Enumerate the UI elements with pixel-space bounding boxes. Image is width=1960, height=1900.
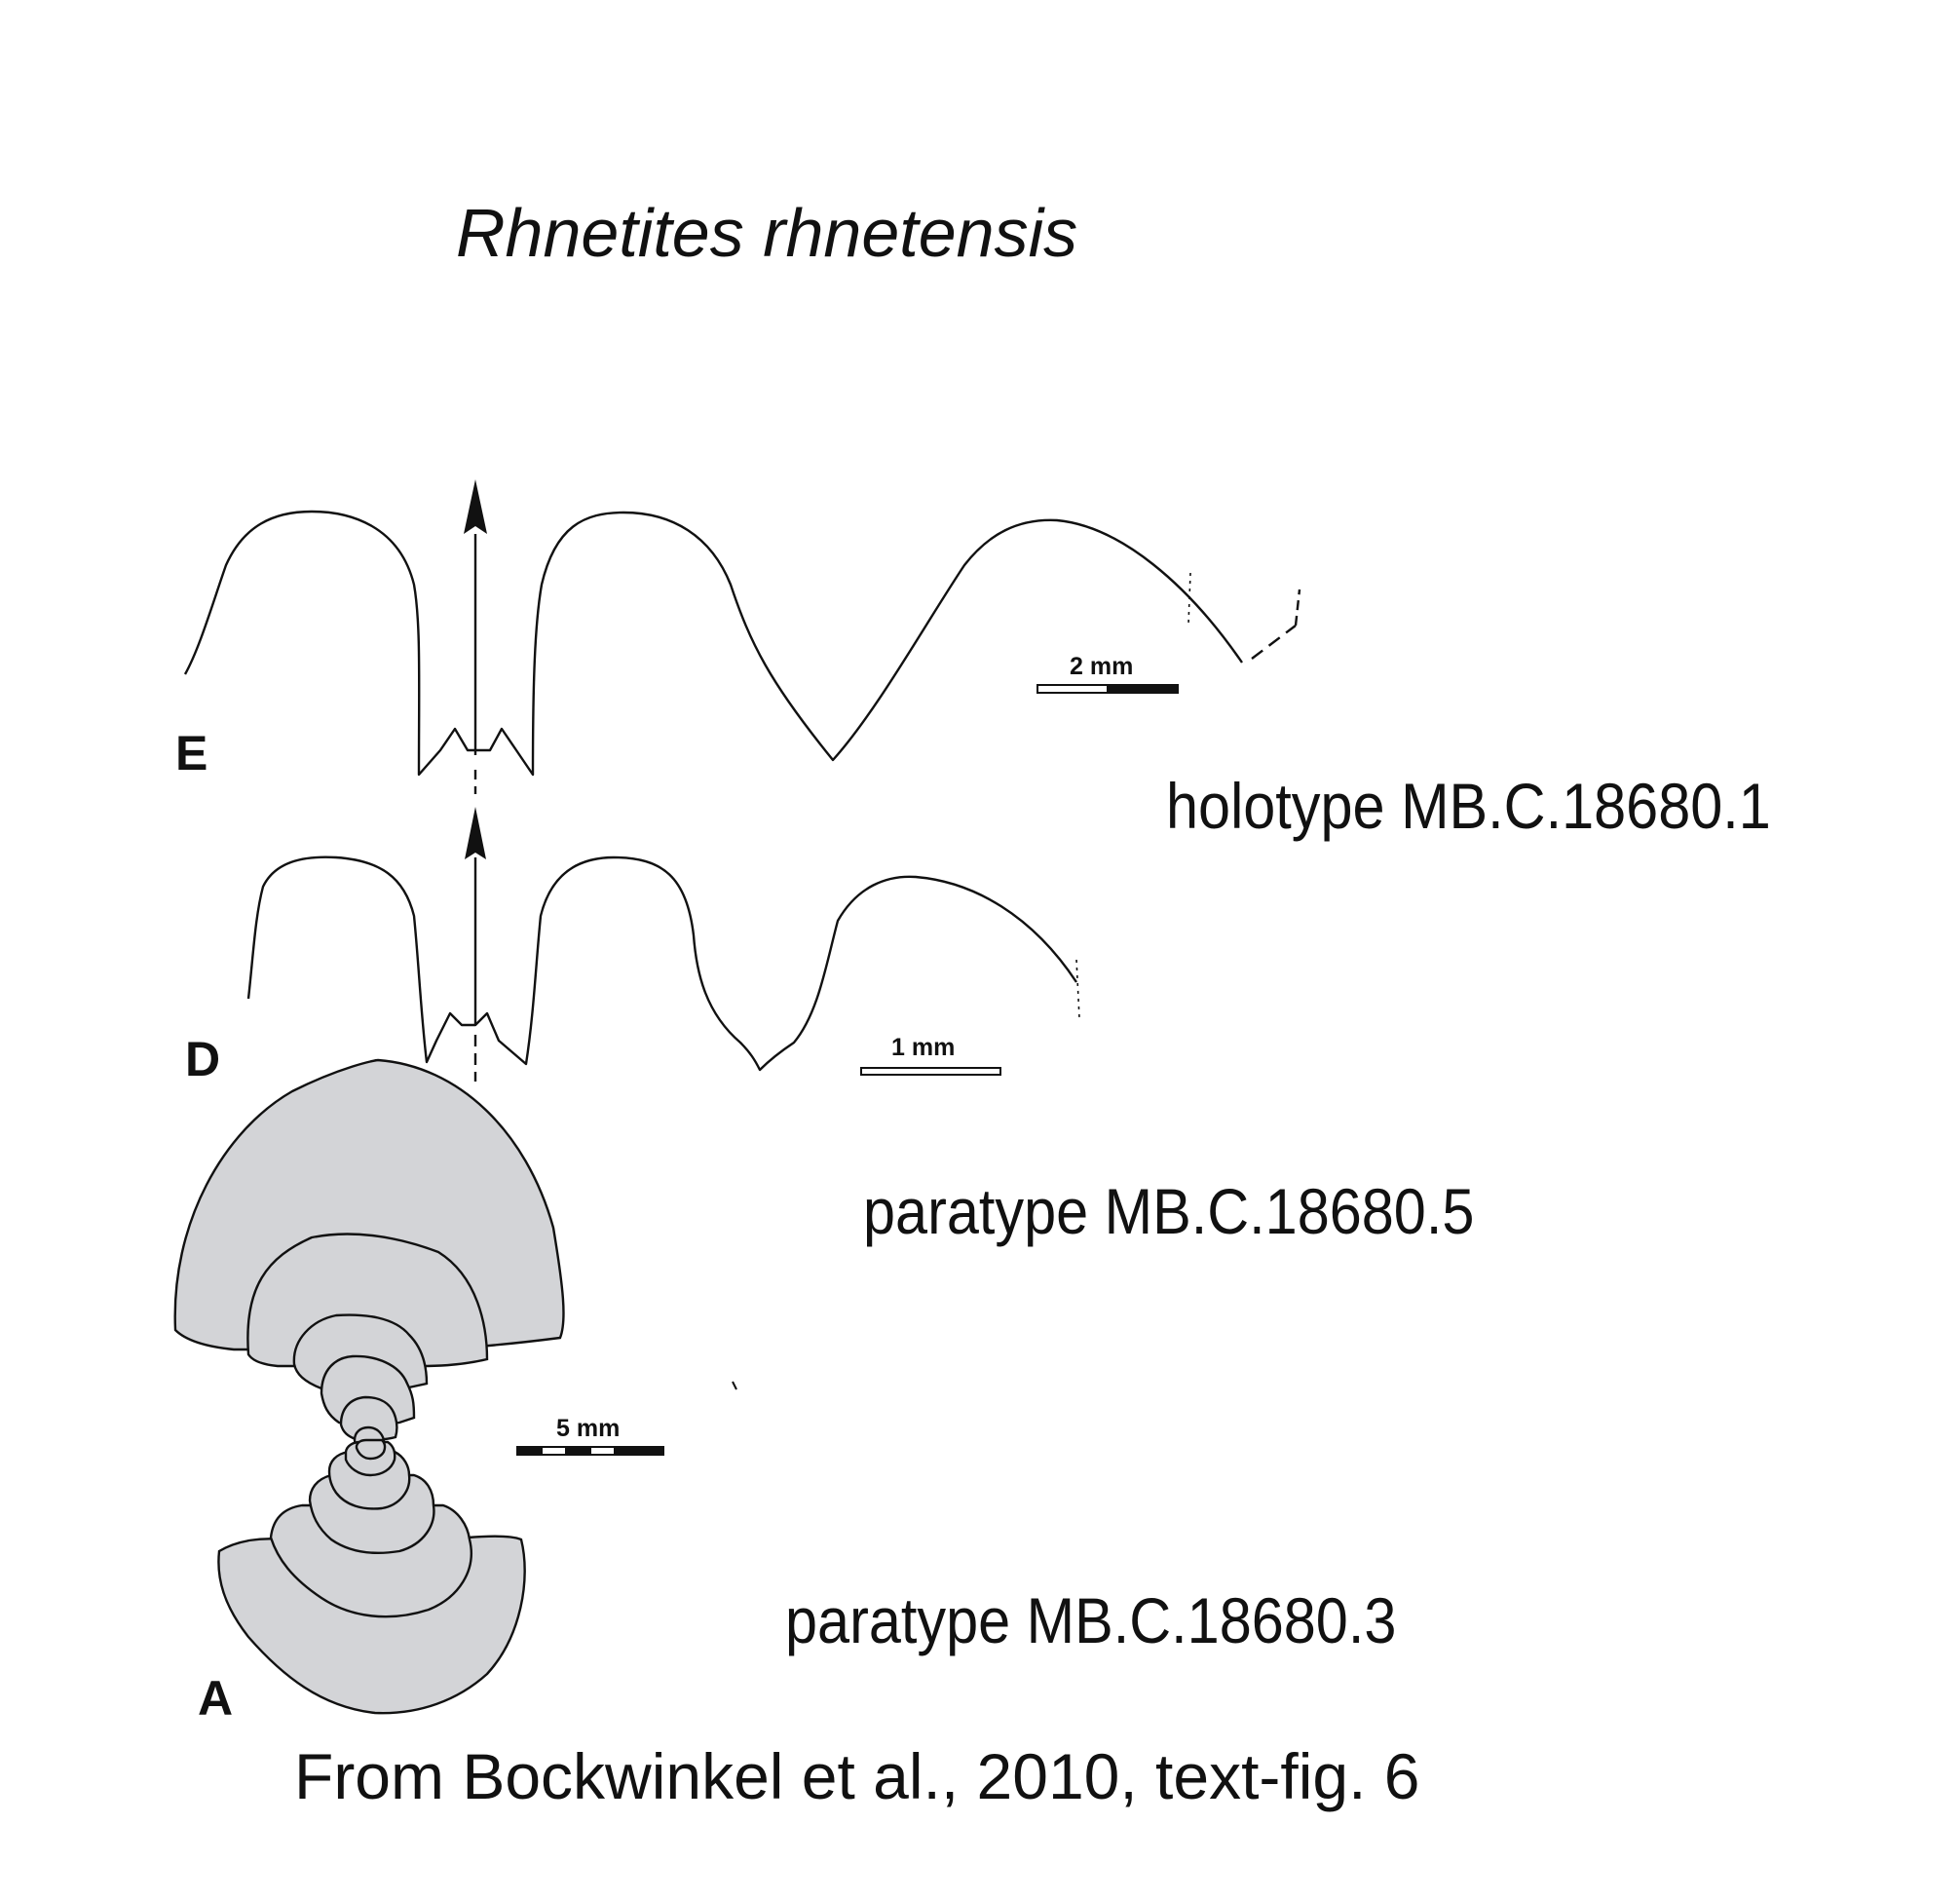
specimen-label-A: paratype MB.C.18680.3 xyxy=(785,1584,1397,1656)
whorl-lower-6 xyxy=(355,1438,387,1461)
scale-label-5mm: 5 mm xyxy=(556,1415,621,1442)
stray-mark xyxy=(732,1381,737,1390)
suture-line-E xyxy=(183,510,1301,777)
conch-cross-section-A-lower xyxy=(217,1438,526,1715)
conch-cross-section-A xyxy=(173,1058,565,1460)
siphonal-arrow-E xyxy=(464,479,487,794)
specimen-label-E: holotype MB.C.18680.1 xyxy=(1166,770,1771,842)
specimen-label-D: paratype MB.C.18680.5 xyxy=(863,1175,1475,1247)
panel-label-A: A xyxy=(198,1671,234,1726)
scale-label-2mm: 2 mm xyxy=(1070,653,1134,680)
panel-label-E: E xyxy=(175,726,208,780)
siphonal-arrow-D xyxy=(465,807,486,1082)
scale-label-1mm: 1 mm xyxy=(891,1034,956,1061)
suture-line-D xyxy=(246,855,1080,1072)
figure-title: Rhnetites rhnetensis xyxy=(456,195,1078,271)
panel-label-D: D xyxy=(185,1032,221,1086)
scale-bar-5mm xyxy=(516,1446,664,1456)
scale-bar-2mm xyxy=(1037,684,1179,694)
source-citation: From Bockwinkel et al., 2010, text-fig. … xyxy=(294,1740,1420,1812)
scale-bar-1mm xyxy=(860,1067,1001,1076)
